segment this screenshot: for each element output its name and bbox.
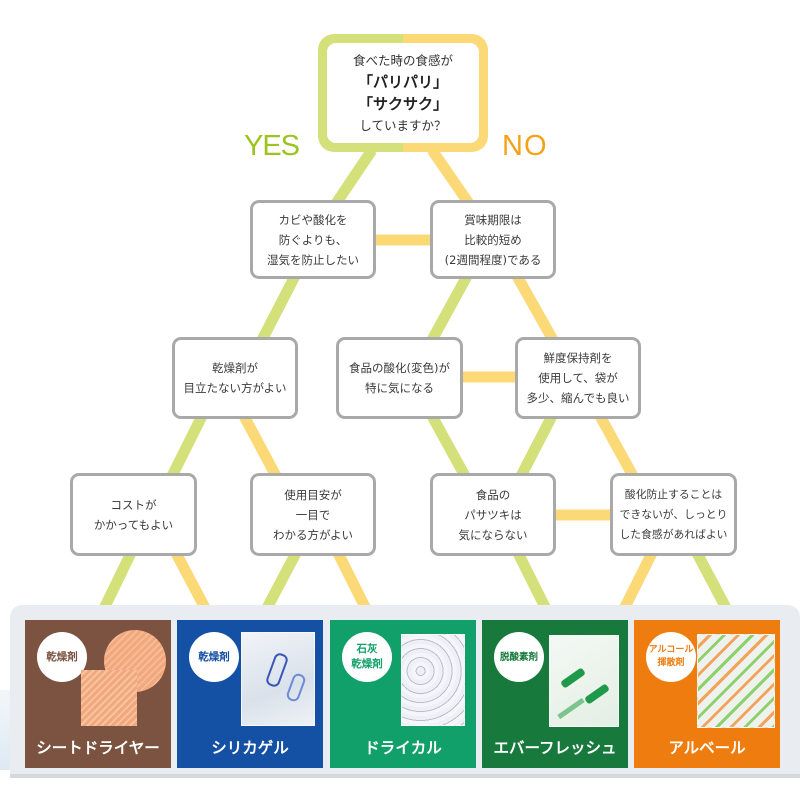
connector-yes [167, 413, 207, 479]
node-text: 賞味期限は [464, 212, 522, 227]
product-strip-shadow [10, 774, 800, 778]
product-card-alvale[interactable]: アルコール 揮散剤 アルベール [634, 620, 780, 768]
root-question-content: 食べた時の食感が 「パリパリ」 「サクサク」 していますか？ [327, 43, 479, 143]
yes-label: YES [244, 130, 300, 162]
node-inconspicuous: 乾燥剤が 目立たない方がよい [172, 337, 298, 419]
pack-print-mark [264, 651, 290, 689]
node-visible-guide: 使用目安が 一目で わかる方がよい [250, 473, 376, 556]
badge-text: アルコール [648, 645, 694, 655]
product-type-badge: 石灰 乾燥剤 [342, 632, 392, 682]
node-cost-ok: コストが かかってもよい [70, 473, 197, 556]
connector-yes [427, 413, 470, 479]
product-card-sheet-dryer[interactable]: 乾燥剤 シートドライヤー [25, 620, 171, 768]
connector-no [512, 273, 558, 343]
alvale-pack-image [697, 634, 775, 728]
connector-yes [257, 273, 300, 343]
node-text: かかってもよい [93, 517, 174, 532]
node-text: パサツキは [464, 507, 522, 522]
node-text: 食品の酸化(変色)が [349, 361, 450, 375]
product-name: エバーフレッシュ [493, 739, 617, 757]
node-moisture: カビや酸化を 防ぐよりも、 湿気を防止したい [250, 200, 376, 279]
node-text: 食品の [475, 487, 511, 502]
node-text: 湿気を防止したい [267, 252, 359, 267]
pack-print-mark [560, 667, 586, 689]
node-text: 防ぐよりも、 [278, 232, 348, 247]
pack-print-mark [584, 683, 610, 705]
product-name: シリカゲル [211, 739, 289, 757]
node-shrink-ok: 鮮度保持剤を 使用して、袋が 多少、縮んでも良い [515, 337, 641, 419]
pack-print-mark [285, 672, 307, 703]
node-dryness-ok: 食品の パサツキは 気にならない [430, 473, 556, 556]
node-text: 酸化防止することは [624, 487, 723, 501]
product-name: アルベール [668, 739, 746, 757]
node-text: コストが [110, 497, 157, 512]
node-text: 目立たない方がよい [183, 381, 287, 395]
node-text: 特に気になる [365, 381, 434, 395]
root-question-emphasis: 「サクサク」 [357, 95, 448, 113]
node-text: 一目で [295, 507, 331, 522]
product-card-drycal[interactable]: 石灰 乾燥剤 ドライカル [330, 620, 476, 768]
badge-text: 脱酸素剤 [499, 651, 538, 663]
badge-text: 乾燥剤 [351, 658, 383, 670]
node-text: した食感があればよい [619, 527, 728, 541]
pack-print-mark [557, 697, 585, 720]
product-card-silica-gel[interactable]: 乾燥剤 シリカゲル [177, 620, 323, 768]
connector-yes [516, 413, 557, 479]
connector-no [239, 413, 281, 479]
node-moist-texture: 酸化防止することは できないが、しっとり した食感があればよい [610, 473, 737, 556]
connector-yes [330, 146, 377, 209]
connector-yes [427, 273, 472, 343]
node-text: カビや酸化を [278, 212, 348, 227]
no-label: NO [502, 130, 548, 162]
product-type-badge: アルコール 揮散剤 [646, 632, 696, 682]
badge-text: 石灰 [356, 643, 378, 655]
silica-gel-pack-image [241, 632, 315, 726]
badge-text: 揮散剤 [657, 658, 685, 668]
root-question-emphasis: 「パリパリ」 [357, 73, 448, 91]
product-name: ドライカル [364, 739, 442, 757]
sheet-dryer-square-image [81, 670, 137, 726]
node-text: 気にならない [458, 527, 528, 542]
node-text: 鮮度保持剤を [543, 351, 613, 365]
node-text: 使用目安が [284, 487, 342, 502]
node-text: わかる方がよい [273, 527, 353, 542]
root-question-line: していますか？ [359, 118, 447, 133]
root-question-box: 食べた時の食感が 「パリパリ」 「サクサク」 していますか？ [318, 34, 488, 152]
node-text: 比較的短め [464, 232, 522, 247]
node-text: 乾燥剤が [212, 361, 258, 375]
node-text: 使用して、袋が [538, 371, 618, 385]
product-type-badge: 乾燥剤 [189, 632, 239, 682]
product-type-badge: 乾燥剤 [37, 632, 87, 682]
node-text: 多少、縮んでも良い [526, 391, 630, 405]
connector-no [595, 413, 638, 479]
product-type-badge: 脱酸素剤 [494, 632, 544, 682]
badge-text: 乾燥剤 [198, 650, 230, 663]
connector-no [427, 146, 475, 209]
root-question-line: 食べた時の食感が [352, 53, 453, 68]
node-short-shelf-life: 賞味期限は 比較的短め (2週間程度)である [430, 200, 556, 279]
product-name: シートドライヤー [36, 739, 160, 757]
drycal-pack-image [401, 634, 465, 726]
product-card-ever-fresh[interactable]: 脱酸素剤 エバーフレッシュ [482, 620, 628, 768]
badge-text: 乾燥剤 [46, 650, 78, 663]
ever-fresh-pack-image [549, 635, 619, 727]
node-text: (2週間程度)である [444, 252, 542, 267]
node-oxidation: 食品の酸化(変色)が 特に気になる [336, 337, 463, 419]
node-text: できないが、しっとり [619, 507, 728, 521]
